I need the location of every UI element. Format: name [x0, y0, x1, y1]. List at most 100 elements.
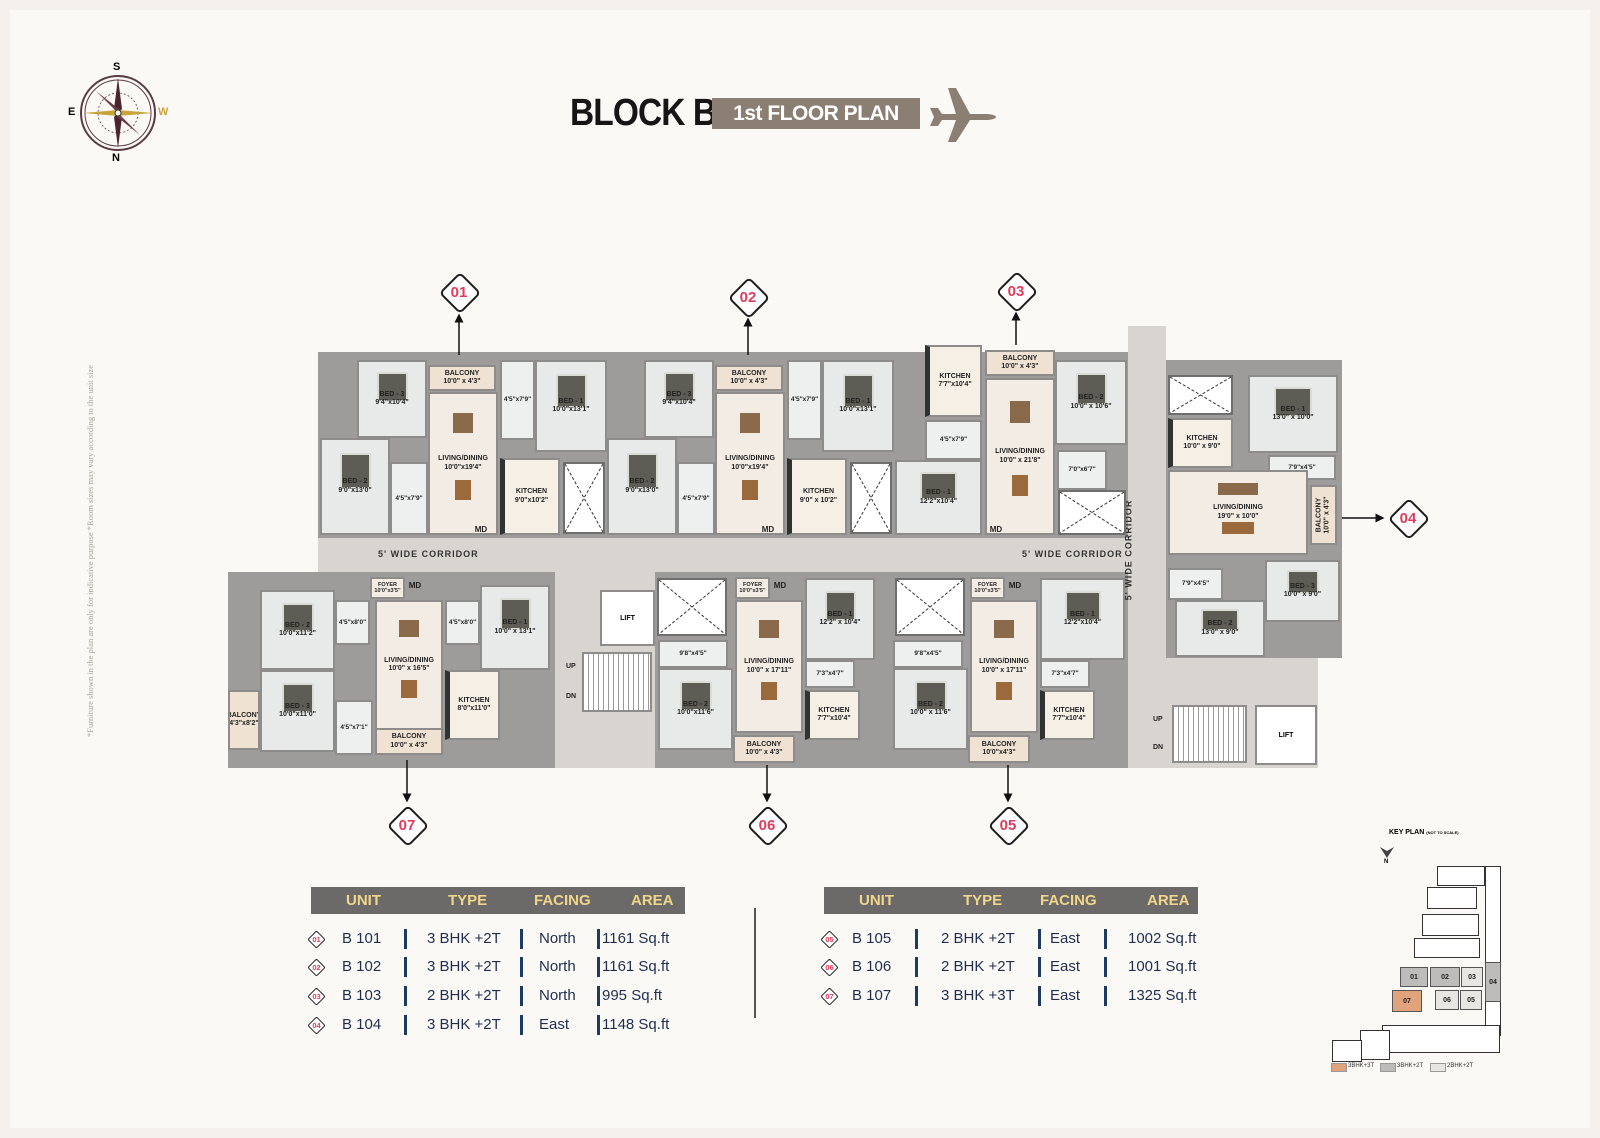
- area-cell: 1001 Sq.ft: [1128, 958, 1197, 975]
- stairs-down-label: DN: [566, 693, 577, 700]
- room-name: MD: [1008, 581, 1022, 591]
- separator: [597, 986, 600, 1006]
- room-name: FOYER: [978, 581, 997, 588]
- room-size: 10'0" x 4'3": [390, 741, 428, 749]
- area-cell: 1161 Sq.ft: [602, 930, 670, 947]
- room-size: 9'4"x10'4": [662, 399, 696, 406]
- bathroom: 9'8"x4'5": [658, 640, 728, 668]
- room-name: BED - 1: [845, 397, 871, 405]
- room-name: BALCONY: [228, 711, 260, 719]
- room-size: 9'0"x10'2": [514, 496, 549, 504]
- unit-cell: B 103: [342, 987, 382, 1004]
- room-name: FOYER: [743, 581, 762, 588]
- bathroom: 7'3"x4'7": [1040, 660, 1090, 688]
- unit-number: 04: [1399, 509, 1417, 527]
- compass-icon: [80, 75, 156, 151]
- header-area: AREA: [631, 892, 674, 909]
- room-name: MD: [408, 581, 422, 591]
- unit-number: 01: [450, 283, 468, 301]
- room-name: BALCONY: [731, 369, 767, 377]
- type-cell: 3 BHK +3T: [941, 987, 1015, 1004]
- room-name: KITCHEN: [939, 372, 971, 380]
- room-name: BED - 3: [285, 702, 310, 710]
- floor-badge: 1st FLOOR PLAN: [712, 98, 920, 129]
- unit-marker-icon: 05: [820, 930, 839, 949]
- room-name: BED - 3: [666, 390, 692, 398]
- room-name: BED - 2: [1078, 394, 1104, 402]
- room-name: BED - 1: [1070, 610, 1095, 618]
- room-name: MD: [474, 525, 488, 535]
- open-shaft: [1058, 490, 1126, 535]
- room-name: BED - 3: [1290, 582, 1315, 590]
- key-plan-north: N: [1384, 859, 1389, 865]
- separator: [597, 1015, 600, 1035]
- room-size: 8'0"x11'0": [457, 705, 491, 712]
- room-size: 10'0" x 4'3": [443, 378, 481, 385]
- room-name: BED - 2: [285, 621, 310, 629]
- room-size: 10'0" x 11'6": [910, 709, 951, 716]
- type-cell: 3 BHK +2T: [427, 930, 501, 947]
- room-size: 10'0"x11'6": [677, 709, 714, 716]
- area-cell: 1002 Sq.ft: [1128, 930, 1197, 947]
- staircase: [582, 652, 652, 712]
- room-name: FOYER: [378, 581, 397, 588]
- room-name: LIVING/DINING: [995, 448, 1045, 456]
- room-size: 10'0" x 10'6": [1070, 402, 1112, 410]
- separator: [915, 929, 918, 949]
- key-unit-03: 03: [1461, 967, 1483, 987]
- separator: [1104, 929, 1107, 949]
- legend-label: 3BHK+3T: [1348, 1063, 1375, 1069]
- header-type: TYPE: [448, 892, 488, 909]
- room-name: LIVING/DINING: [725, 455, 775, 463]
- compass-east: E: [68, 106, 76, 118]
- separator: [404, 986, 407, 1006]
- room-size: 9'8"x4'5": [914, 650, 942, 658]
- separator: [1038, 957, 1041, 977]
- open-shaft: [895, 578, 965, 636]
- room-name: LIVING/DINING: [438, 455, 488, 463]
- lift: LIFT: [600, 590, 655, 646]
- unit-marker-03: 03: [995, 270, 1039, 314]
- key-unit-01: 01: [1400, 967, 1428, 987]
- page-title: BLOCK B: [570, 92, 717, 134]
- room-name: LIVING/DINING: [1213, 504, 1263, 512]
- room-size: 10'0" x 9'0": [1283, 591, 1322, 598]
- room-name: BED - 2: [629, 478, 655, 486]
- room-name: MD: [773, 581, 787, 591]
- room-name: BED - 1: [502, 619, 528, 627]
- corridor-label: 5' WIDE CORRIDOR: [1022, 549, 1123, 559]
- separator: [915, 986, 918, 1006]
- unit-cell: B 101: [342, 930, 382, 947]
- legend-swatch-3bhk-2t: [1380, 1063, 1396, 1072]
- room-name: KITCHEN: [458, 696, 490, 704]
- unit-cell: B 107: [852, 987, 892, 1004]
- unit-marker-06: 06: [746, 804, 790, 848]
- stairs-up-label: UP: [566, 663, 576, 670]
- room-size: 12'2"x10'4": [1063, 619, 1102, 626]
- room-size: 10'0"x19'4": [731, 463, 769, 471]
- key-unit-02: 02: [1430, 967, 1460, 987]
- room-size: 4'5"x7'9": [503, 396, 532, 404]
- room-size: 10'0"x4'3": [982, 749, 1016, 756]
- key-unit-07: 07: [1392, 990, 1422, 1012]
- bathroom: 4'5"x8'0": [445, 600, 480, 645]
- main-door-label: MD: [405, 580, 425, 592]
